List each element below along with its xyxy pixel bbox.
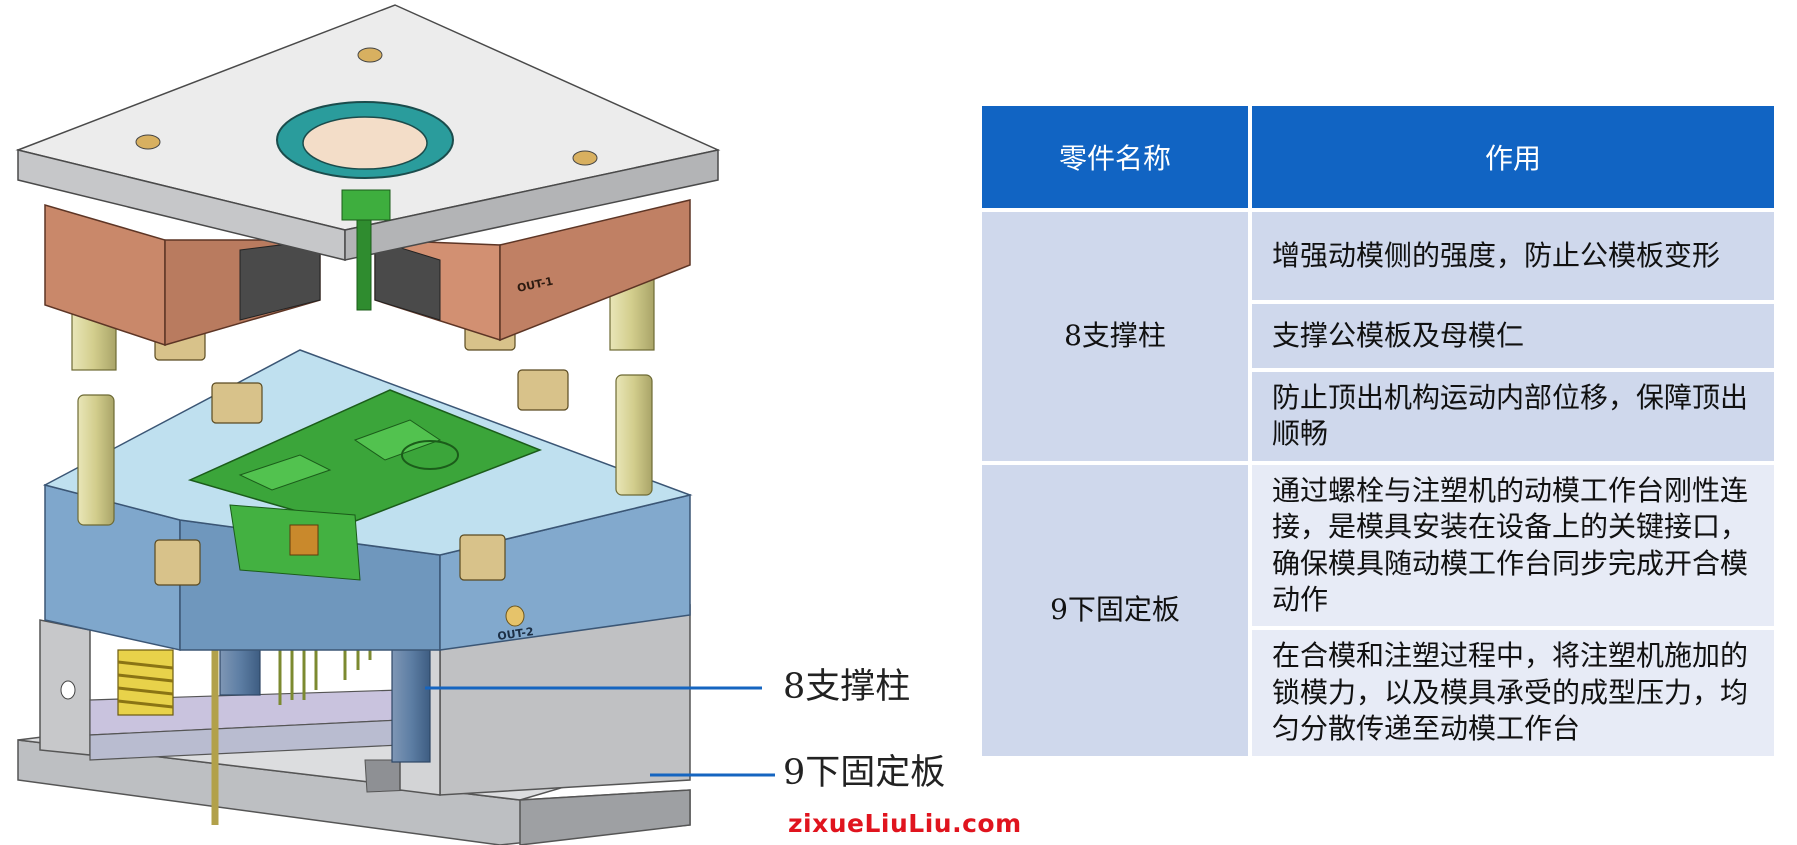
- part-name-cell: 9下固定板: [982, 464, 1248, 756]
- table-header-row: 零件名称 作用: [982, 106, 1774, 208]
- return-spring: [117, 649, 174, 716]
- watermark: zixueLiuLiu.com: [788, 809, 1022, 838]
- table-row: 9下固定板 通过螺栓与注塑机的动模工作台刚性连接，是模具安装在设备上的关键接口，…: [982, 464, 1774, 756]
- callout-support-pillar: 8支撑柱: [783, 667, 911, 707]
- function-cell: 通过螺栓与注塑机的动模工作台刚性连接，是模具安装在设备上的关键接口，确保模具随动…: [1252, 464, 1774, 627]
- header-function: 作用: [1252, 106, 1774, 208]
- mold-assembly-illustration: OUT-2 OUT-1: [15, 4, 775, 845]
- function-cell: 增强动模侧的强度，防止公模板变形: [1252, 212, 1774, 300]
- parts-function-table: 零件名称 作用 8支撑柱 增强动模侧的强度，防止公模板变形 支撑公模板及母模仁 …: [978, 102, 1778, 760]
- guide-pillars: [71, 249, 655, 526]
- callout-bottom-clamp-plate: 9下固定板: [783, 753, 946, 793]
- table-row: 防止顶出机构运动内部位移，保障顶出顺畅: [982, 372, 1774, 461]
- out2-label: OUT-2: [497, 625, 535, 643]
- function-cell: 支撑公模板及母模仁: [1252, 304, 1774, 368]
- table-row: 8支撑柱 增强动模侧的强度，防止公模板变形: [982, 212, 1774, 461]
- core-insert: [187, 389, 543, 581]
- table-row: 在合模和注塑过程中，将注塑机施加的锁模力，以及模具承受的成型压力，均匀分散传递至…: [982, 630, 1774, 756]
- cavity-plate: OUT-1: [44, 199, 691, 347]
- function-cell: 在合模和注塑过程中，将注塑机施加的锁模力，以及模具承受的成型压力，均匀分散传递至…: [1252, 630, 1774, 756]
- locating-ring: [276, 101, 454, 311]
- table-row: 支撑公模板及母模仁: [982, 304, 1774, 368]
- header-part-name: 零件名称: [982, 106, 1248, 208]
- part-name-cell: 8支撑柱: [982, 212, 1248, 461]
- function-cell: 防止顶出机构运动内部位移，保障顶出顺畅: [1252, 372, 1774, 461]
